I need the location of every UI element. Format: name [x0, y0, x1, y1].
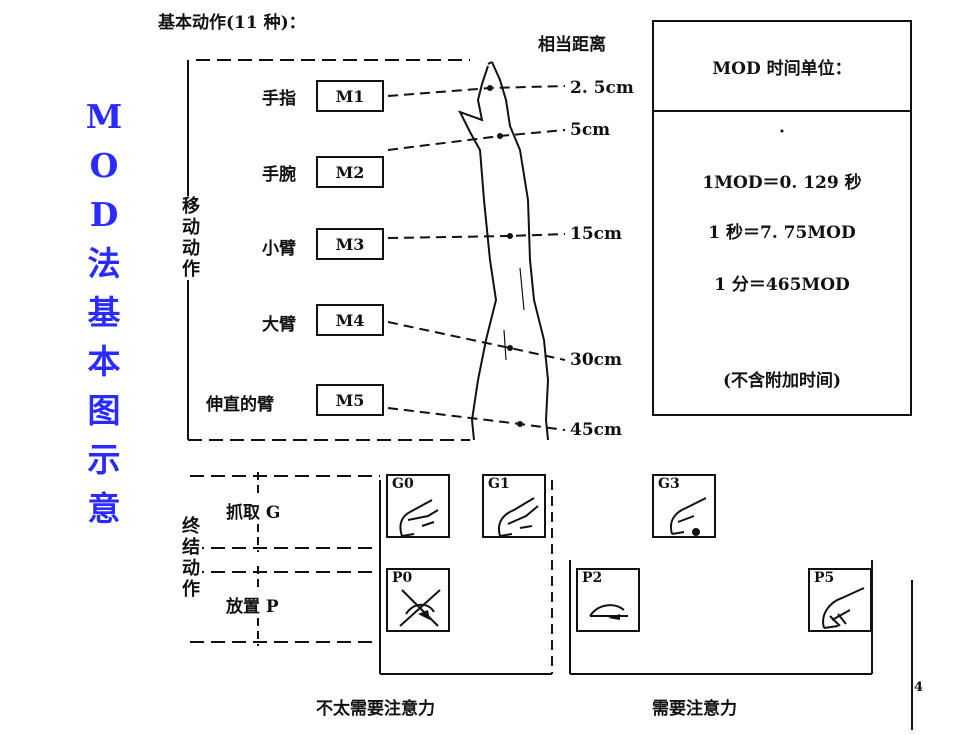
- part-label-upper-arm: 大臂: [262, 315, 296, 335]
- grasp-box-g3: G3: [652, 474, 716, 538]
- time-unit-dot: ·: [779, 122, 785, 142]
- part-label-wrist: 手腕: [262, 165, 296, 185]
- place-label: 放置 P: [226, 592, 279, 617]
- time-unit-line: 1 秒＝7. 75MOD: [708, 223, 856, 243]
- title-char: 基: [87, 293, 121, 332]
- code-box-m3: M3: [316, 228, 384, 260]
- grasp-box-g1: G1: [482, 474, 546, 538]
- grasp-label: 抓取 G: [226, 498, 281, 523]
- distance-label-m1: 2. 5cm: [570, 78, 634, 98]
- title-char: 法: [87, 244, 121, 283]
- time-unit-title: MOD 时间单位：: [654, 22, 910, 112]
- distance-header: 相当距离: [538, 35, 606, 55]
- header-text: 基本动作(11 种)：: [158, 13, 306, 33]
- hand-icon: [670, 497, 707, 536]
- arm-point: [507, 345, 513, 351]
- code-box-m1: M1: [316, 80, 384, 112]
- move-group-label: 移 动 动 作: [180, 196, 202, 280]
- title-char: 示: [87, 440, 121, 479]
- code-box-m2: M2: [316, 156, 384, 188]
- title-char: 意: [87, 489, 121, 528]
- arm-point: [487, 85, 493, 91]
- title-char: D: [89, 195, 119, 234]
- vertical-title: M O D 法 基 本 图 示 意: [84, 92, 124, 533]
- part-label-finger: 手指: [262, 89, 296, 109]
- grasp-box-g0: G0: [386, 474, 450, 538]
- page-number: 4: [914, 680, 924, 695]
- hand-icon: [498, 497, 539, 537]
- part-label-straight-arm: 伸直的臂: [206, 395, 274, 415]
- place-box-p5: P5: [808, 568, 872, 632]
- arm-point: [507, 233, 513, 239]
- hand-icon: [822, 587, 865, 629]
- code-box-m4: M4: [316, 304, 384, 336]
- hand-icon: [399, 589, 441, 627]
- title-char: M: [85, 97, 123, 136]
- time-unit-box: MOD 时间单位： · 1MOD＝0. 129 秒 1 秒＝7. 75MOD 1…: [652, 20, 912, 416]
- bottom-label-less-attention: 不太需要注意力: [316, 699, 435, 719]
- distance-label-m2: 5cm: [570, 120, 611, 140]
- time-unit-line: 1 分＝465MOD: [714, 275, 850, 295]
- hand-icon: [399, 499, 439, 537]
- bottom-label-attention: 需要注意力: [652, 699, 737, 719]
- time-unit-note: (不含附加时间): [722, 371, 842, 391]
- title-char: 图: [87, 391, 121, 430]
- distance-label-m4: 30cm: [570, 350, 622, 370]
- title-char: O: [89, 146, 119, 185]
- distance-label-m3: 15cm: [570, 224, 622, 244]
- time-unit-line: 1MOD＝0. 129 秒: [702, 173, 862, 193]
- part-label-forearm: 小臂: [262, 239, 296, 259]
- arm-point: [497, 133, 503, 139]
- place-box-p2: P2: [576, 568, 640, 632]
- end-group-label: 终 结 动 作: [180, 516, 202, 600]
- place-box-p0: P0: [386, 568, 450, 632]
- title-char: 本: [87, 342, 121, 381]
- arm-point: [517, 421, 523, 427]
- hand-icon: [589, 604, 628, 620]
- distance-label-m5: 45cm: [570, 420, 622, 440]
- code-box-m5: M5: [316, 384, 384, 416]
